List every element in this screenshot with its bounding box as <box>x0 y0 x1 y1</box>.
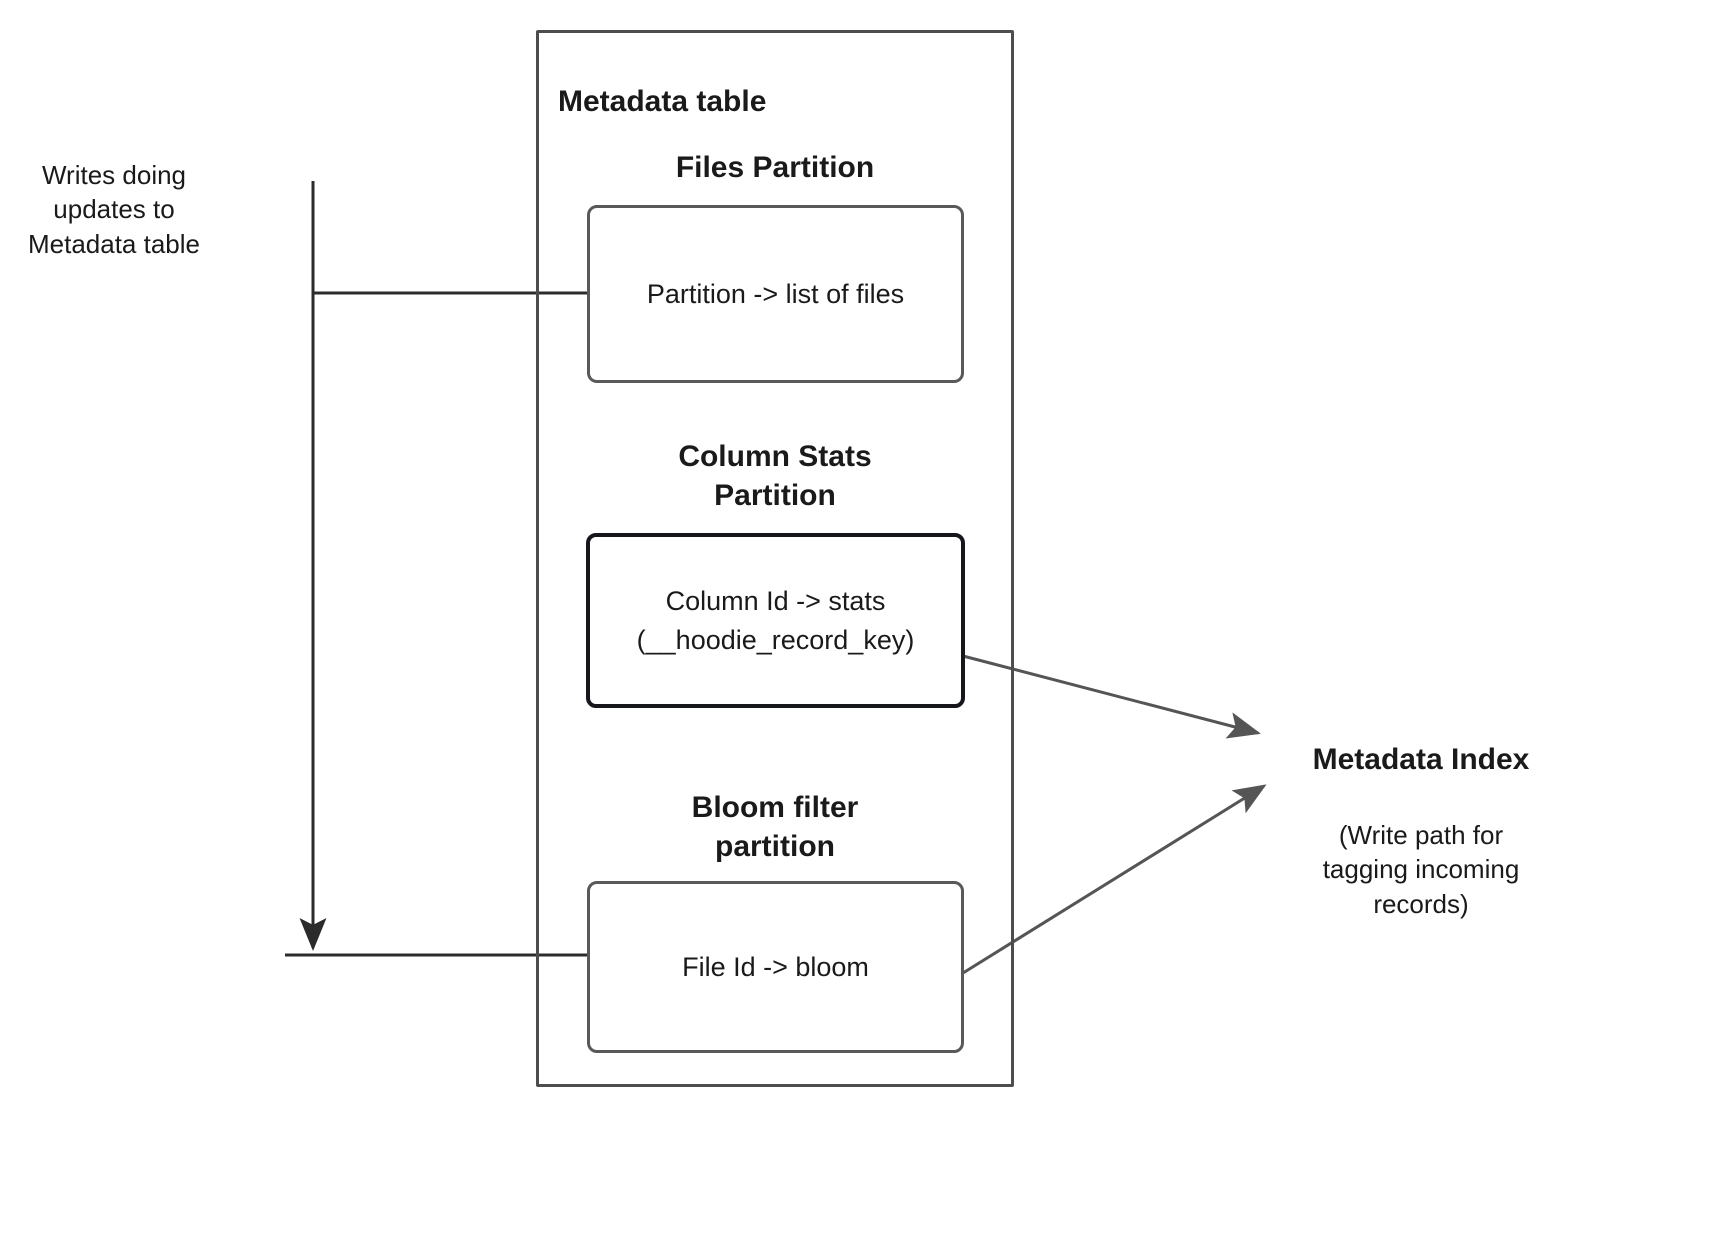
metadata-index-title: Metadata Index <box>1312 743 1530 776</box>
metadata-index-note: (Write path for tagging incoming records… <box>1322 820 1520 919</box>
bloom-filter-partition-box-label: File Id -> bloom <box>682 951 869 982</box>
writes-note-label: Writes doing updates to Metadata table <box>27 160 200 259</box>
files-partition-box-label: Partition -> list of files <box>646 278 905 309</box>
metadata-table-container <box>536 30 1014 1087</box>
column-stats-partition-box[interactable]: Column Id -> stats (__hoodie_record_key) <box>586 533 965 708</box>
files-partition-box[interactable]: Partition -> list of files <box>587 205 964 383</box>
column-stats-partition-title: Column Stats Partition <box>678 440 872 512</box>
bloom-filter-partition-box[interactable]: File Id -> bloom <box>587 881 964 1053</box>
bloom-filter-partition-title: Bloom filter partition <box>691 791 859 863</box>
files-partition-title: Files Partition <box>675 151 875 184</box>
metadata-table-title: Metadata table <box>558 85 767 118</box>
column-stats-partition-box-label: Column Id -> stats (__hoodie_record_key) <box>636 586 915 655</box>
